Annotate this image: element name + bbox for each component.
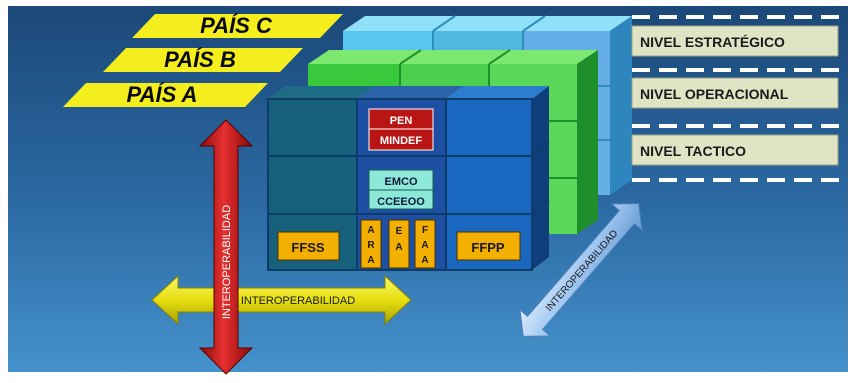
svg-text:A: A (367, 255, 374, 266)
svg-text:INTEROPERABILIDAD: INTEROPERABILIDAD (241, 295, 355, 307)
cell-ffpp: FFPP (456, 231, 521, 261)
cell-faa: F A A (414, 219, 436, 269)
svg-text:PAÍS A: PAÍS A (127, 82, 198, 107)
level-operational: NIVEL OPERACIONAL (631, 77, 839, 109)
level-strategic: NIVEL ESTRATÉGICO (631, 25, 839, 57)
svg-text:NIVEL ESTRATÉGICO: NIVEL ESTRATÉGICO (640, 34, 785, 50)
ffpp-label: FFPP (471, 240, 505, 255)
svg-text:NIVEL OPERACIONAL: NIVEL OPERACIONAL (640, 86, 789, 102)
emco-label: EMCO (385, 176, 418, 188)
svg-text:R: R (367, 240, 375, 251)
arrow-vertical-interoperability: INTEROPERABILIDAD (198, 119, 254, 375)
svg-text:PAÍS C: PAÍS C (200, 13, 273, 38)
svg-text:A: A (421, 240, 428, 251)
svg-text:INTEROPERABILIDAD: INTEROPERABILIDAD (221, 205, 233, 319)
cell-ffss: FFSS (277, 231, 340, 261)
country-label-a: PAÍS A (63, 82, 268, 107)
svg-text:A: A (367, 225, 374, 236)
country-label-b: PAÍS B (103, 47, 303, 72)
svg-text:PAÍS B: PAÍS B (164, 47, 236, 72)
ffss-label: FFSS (291, 240, 325, 255)
cell-pen-mindef: PEN MINDEF (368, 108, 434, 151)
cell-ara: A R A (360, 219, 382, 269)
svg-text:NIVEL TACTICO: NIVEL TACTICO (640, 143, 746, 159)
cell-emco-cceeoo: EMCO CCEEOO (368, 169, 434, 210)
cell-ea: E A (388, 219, 410, 269)
svg-text:A: A (395, 242, 402, 253)
level-separators (632, 15, 840, 182)
svg-text:E: E (396, 226, 403, 237)
svg-text:A: A (421, 255, 428, 266)
svg-text:F: F (422, 225, 428, 236)
level-tactical: NIVEL TACTICO (631, 134, 839, 166)
mindef-label: MINDEF (380, 135, 422, 147)
pen-label: PEN (390, 115, 413, 127)
cceeoo-label: CCEEOO (377, 196, 425, 208)
country-label-c: PAÍS C (132, 13, 343, 38)
